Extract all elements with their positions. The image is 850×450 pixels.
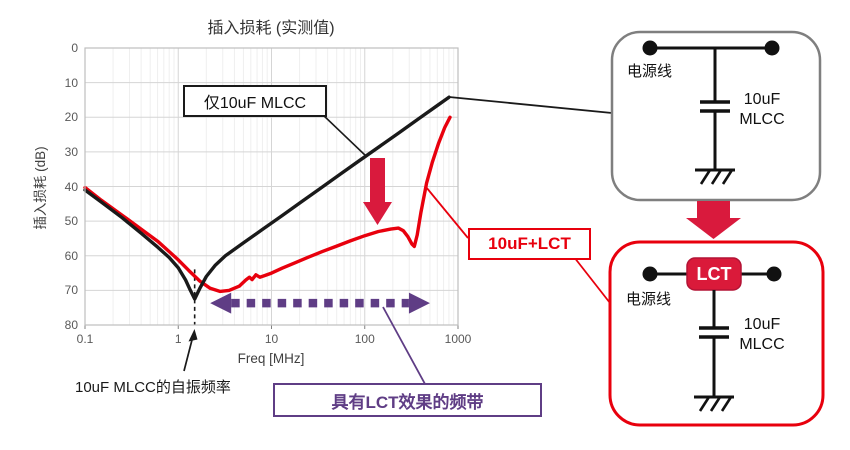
leader-line-red-curve-to-lct-label [425,186,469,239]
srf-pointer-arrow-icon [183,329,198,372]
ground-icon [695,168,735,185]
band-arrow-head-left [210,292,232,314]
circuit-before-diagram [610,30,822,202]
y-tick-10: 10 [64,75,78,90]
x-tick-10: 10 [264,332,279,346]
chart-annotation-shapes [193,269,430,325]
transform-arrow-icon [686,201,741,239]
self-resonance-label: 10uF MLCC的自振频率 [75,379,231,396]
power-line-label-after: 电源线 [626,291,672,308]
power-line-label-before: 电源线 [627,63,673,80]
y-tick-50: 50 [64,214,78,229]
capacitor-label-before: 10uF MLCC [732,90,792,130]
lct-band-label: 具有LCT效果的频带 [273,383,542,417]
terminal-dot-left [642,266,658,282]
circuit-after-diagram [608,240,825,427]
series-label-lct: 10uF+LCT [468,228,591,260]
chart-curves [83,95,452,301]
curve-red-lct [83,115,452,294]
leader-line-band-arrow-to-box [382,306,426,385]
circuit-after-frame [608,240,825,427]
y-tick-70: 70 [64,283,78,298]
chart-title: 插入损耗 (实测值) [207,20,335,37]
capacitor-label-after-line2: MLCC [739,336,785,353]
capacitor-label-after-line1: 10uF [743,316,781,333]
lct-chip-label: LCT [696,263,732,284]
capacitor-label-before-line2: MLCC [739,111,785,128]
capacitor-label-after: 10uF MLCC [732,315,792,355]
y-tick-0: 0 [71,41,78,55]
leader-line-black-curve-to-circuit [448,96,613,114]
x-axis-label: Freq [MHz] [237,351,305,366]
leader-line-mlcc-label [321,113,368,158]
x-tick-0.1: 0.1 [76,332,94,346]
terminal-dot-left [642,40,658,56]
x-tick-100: 100 [354,332,375,346]
series-label-mlcc-text: 仅10uF MLCC [203,95,307,112]
lct-band-label-text: 具有LCT效果的频带 [331,392,484,412]
leader-line-lct-label-to-circuit [573,256,611,304]
curve-black-mlcc [83,95,451,301]
terminal-dot-right [764,40,780,56]
series-label-lct-text: 10uF+LCT [488,234,571,253]
ground-icon [694,395,734,412]
x-tick-1: 1 [174,332,182,346]
y-tick-80: 80 [64,318,78,332]
capacitor-label-before-line1: 10uF [743,91,781,108]
improvement-arrow-icon [363,158,392,225]
y-tick-40: 40 [64,179,78,194]
y-tick-60: 60 [64,248,78,263]
x-tick-1000: 1000 [444,332,472,346]
y-tick-20: 20 [64,110,78,125]
band-arrow-head-right [408,292,430,314]
series-label-mlcc: 仅10uF MLCC [183,85,327,117]
y-tick-30: 30 [64,144,78,159]
terminal-dot-right [766,266,782,282]
plot-border [84,47,459,326]
